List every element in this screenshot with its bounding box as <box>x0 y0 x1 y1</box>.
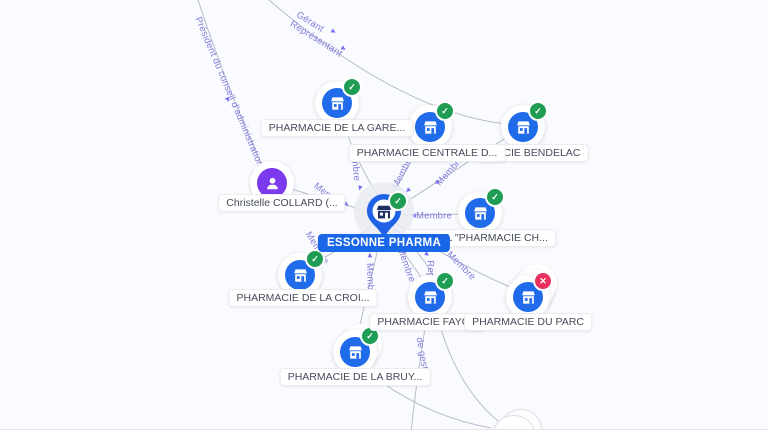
node-essonne-pharma[interactable]: ✓ <box>364 191 408 241</box>
person-icon <box>257 168 287 198</box>
footer-strip <box>0 430 768 432</box>
node-label-centrale[interactable]: PHARMACIE CENTRALE D... <box>348 144 506 162</box>
node-label-bruyere[interactable]: PHARMACIE DE LA BRUY... <box>279 368 431 386</box>
pharmacy-icon <box>377 205 391 219</box>
node-circle: ✓ <box>408 271 455 319</box>
node-pharmacie-fayolle[interactable]: ✓ <box>408 271 455 319</box>
check-icon: ✓ <box>342 77 362 97</box>
check-icon: ✓ <box>435 101 455 121</box>
check-icon: ✓ <box>528 101 548 121</box>
node-label-essonne-pharma[interactable]: ESSONNE PHARMA <box>317 234 451 252</box>
node-circle: ✓ <box>333 326 380 374</box>
node-circle: ✓ <box>501 101 548 149</box>
check-icon: ✓ <box>435 271 455 291</box>
edge-arrow-icon: ▶ <box>367 252 374 258</box>
node-circle: ✓ <box>458 187 505 235</box>
check-icon: ✓ <box>485 187 505 207</box>
node-label-collard[interactable]: Christelle COLLARD (... <box>218 194 346 212</box>
node-circle: ✓ <box>315 77 362 125</box>
pharmacy-icon <box>340 337 370 367</box>
node-label-gare[interactable]: PHARMACIE DE LA GARE... <box>260 119 414 137</box>
check-icon: ✓ <box>305 249 325 269</box>
node-circle: ✕ <box>506 271 553 319</box>
node-pharmacie-de-la-bruyere[interactable]: ✓ <box>333 324 382 374</box>
edge-label-membre-selarl: Membre <box>415 210 453 222</box>
footer-divider <box>0 429 768 430</box>
node-label-croix[interactable]: PHARMACIE DE LA CROI... <box>228 289 378 307</box>
node-pharmacie-bendelac[interactable]: ✓ <box>501 101 548 149</box>
node-label-bendelac[interactable]: MACIE BENDELAC <box>479 144 589 162</box>
node-pharmacie-centrale[interactable]: ✓ <box>408 101 455 149</box>
node-label-duparc[interactable]: PHARMACIE DU PARC <box>464 313 592 331</box>
cross-icon: ✕ <box>533 271 553 291</box>
check-icon: ✓ <box>388 191 408 211</box>
node-pharmacie-de-la-gare[interactable]: ✓ <box>315 77 362 125</box>
node-selarl-pharmacie[interactable]: ✓ <box>458 187 505 235</box>
node-circle: ✓ <box>408 101 455 149</box>
node-label-fayolle[interactable]: PHARMACIE FAYOLI <box>369 313 487 331</box>
node-pharmacie-du-parc[interactable]: ✕ <box>506 264 557 319</box>
